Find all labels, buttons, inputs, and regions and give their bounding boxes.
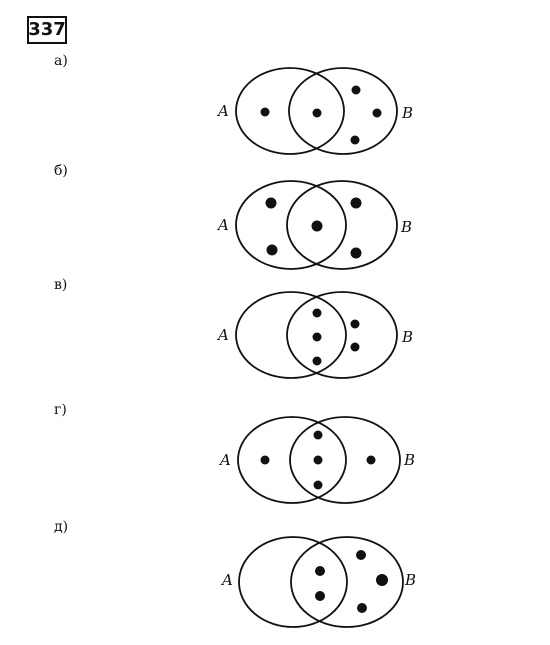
- problem-number: 337: [27, 16, 67, 44]
- set-b-circle: [289, 416, 401, 504]
- part-label-a: а): [54, 53, 68, 69]
- element-dot: [312, 308, 322, 318]
- set-a-circle: [235, 291, 347, 379]
- element-dot: [350, 197, 362, 209]
- set-a-circle: [238, 536, 348, 628]
- set-b-circle: [286, 291, 398, 379]
- element-dot: [350, 319, 360, 329]
- element-dot: [376, 574, 388, 586]
- set-b-label: B: [403, 451, 415, 469]
- element-dot: [265, 197, 277, 209]
- element-dot: [311, 220, 323, 232]
- venn-diagram-b: [235, 180, 398, 270]
- set-a-label: A: [216, 216, 229, 234]
- set-a-circle: [237, 416, 347, 504]
- element-dot: [356, 550, 366, 560]
- set-a-label: A: [216, 102, 229, 120]
- venn-diagram-v: [235, 291, 398, 379]
- set-b-circle: [286, 180, 398, 270]
- element-dot: [366, 455, 376, 465]
- set-a-label: A: [216, 326, 229, 344]
- element-dot: [260, 455, 270, 465]
- element-dot: [357, 603, 367, 613]
- element-dot: [350, 247, 362, 259]
- element-dot: [350, 342, 360, 352]
- element-dot: [312, 108, 322, 118]
- element-dot: [266, 244, 278, 256]
- element-dot: [312, 332, 322, 342]
- element-dot: [351, 85, 361, 95]
- part-label-v: в): [54, 277, 68, 293]
- set-a-label: A: [220, 571, 233, 589]
- element-dot: [313, 430, 323, 440]
- set-a-circle: [235, 180, 347, 270]
- element-dot: [315, 566, 325, 576]
- element-dot: [313, 455, 323, 465]
- venn-diagram-g: [237, 416, 401, 504]
- set-b-label: B: [401, 104, 413, 122]
- set-a-label: A: [218, 451, 231, 469]
- part-label-g: г): [54, 402, 67, 418]
- element-dot: [313, 480, 323, 490]
- element-dot: [260, 107, 270, 117]
- part-label-b: б): [54, 163, 68, 179]
- set-b-circle: [290, 536, 404, 628]
- venn-diagram-d: [238, 536, 404, 628]
- set-b-label: B: [400, 218, 412, 236]
- set-b-label: B: [404, 571, 416, 589]
- set-a-circle: [235, 67, 345, 155]
- element-dot: [312, 356, 322, 366]
- set-b-label: B: [401, 328, 413, 346]
- set-b-circle: [288, 67, 398, 155]
- venn-diagram-a: [235, 67, 398, 155]
- element-dot: [315, 591, 325, 601]
- element-dot: [350, 135, 360, 145]
- element-dot: [372, 108, 382, 118]
- part-label-d: д): [54, 519, 69, 535]
